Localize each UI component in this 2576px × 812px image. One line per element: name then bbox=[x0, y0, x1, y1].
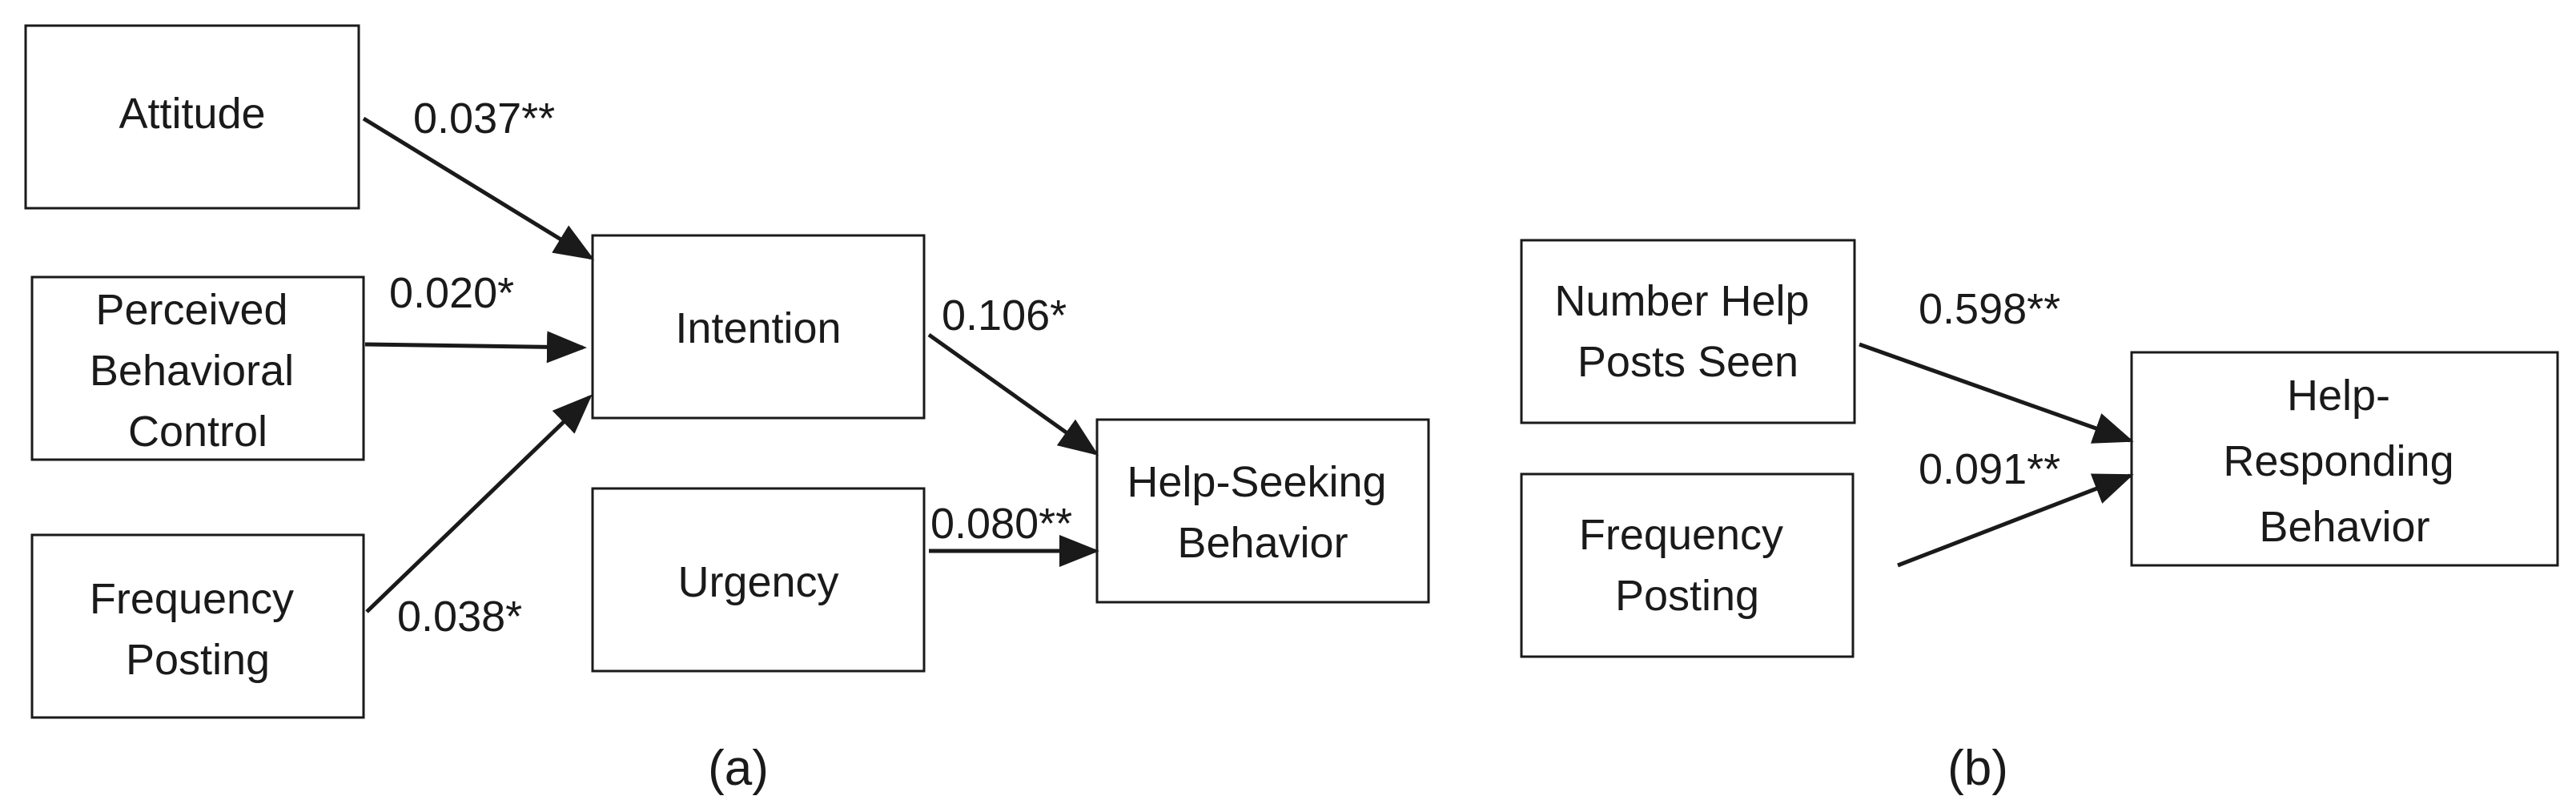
node-freq-b-line-2: Posting bbox=[1615, 572, 1759, 620]
coef-seen-hrb: 0.598** bbox=[1919, 285, 2060, 333]
arrow-pbc-to-intention bbox=[364, 331, 587, 364]
node-hsb-line-1: Help-Seeking bbox=[1127, 458, 1386, 506]
node-freq-a-line-2: Posting bbox=[126, 636, 270, 684]
node-help-responding-behavior: Help- Responding Behavior bbox=[2130, 351, 2559, 567]
coef-frequency-hrb: 0.091** bbox=[1919, 445, 2060, 493]
node-attitude: Attitude bbox=[24, 24, 360, 210]
arrow-attitude-to-intention bbox=[362, 116, 595, 260]
node-urgency: Urgency bbox=[591, 487, 926, 673]
node-frequency-posting-a: Frequency Posting bbox=[30, 533, 365, 719]
caption-a: (a) bbox=[708, 741, 769, 796]
node-frequency-posting-b: Frequency Posting bbox=[1520, 472, 1855, 658]
svg-text:Frequency Posting: Frequency Posting bbox=[90, 575, 306, 684]
node-pbc-line-1: Perceived bbox=[95, 286, 287, 334]
node-help-seeking-behavior: Help-Seeking Behavior bbox=[1095, 418, 1430, 604]
node-seen-line-2: Posts Seen bbox=[1577, 338, 1798, 386]
node-pbc-line-3: Control bbox=[128, 408, 267, 456]
coef-frequency-intention: 0.038* bbox=[397, 593, 522, 641]
node-intention-line-1: Intention bbox=[675, 304, 841, 352]
node-number-help-posts-seen: Number Help Posts Seen bbox=[1520, 239, 1856, 424]
caption-b: (b) bbox=[1947, 741, 2008, 796]
node-freq-b-line-1: Frequency bbox=[1579, 511, 1783, 559]
svg-text:Help-Seeking Behavior: Help-Seeking Behavior bbox=[1127, 458, 1398, 567]
svg-text:Intention: Intention bbox=[675, 304, 841, 352]
node-hsb-line-2: Behavior bbox=[1177, 519, 1348, 567]
svg-text:Urgency: Urgency bbox=[677, 558, 838, 606]
node-hrb-line-1: Help- bbox=[2287, 372, 2390, 420]
node-intention: Intention bbox=[591, 234, 926, 420]
node-hrb-line-2: Responding bbox=[2223, 437, 2453, 485]
svg-text:Help- Responding: Help- Responding Behavior bbox=[2223, 372, 2465, 551]
coef-urgency-hsb: 0.080** bbox=[930, 500, 1072, 548]
svg-text:Perceived Behavioral: Perceived Behavioral Control bbox=[90, 286, 306, 456]
arrow-seen-to-hrb bbox=[1859, 342, 2134, 444]
node-attitude-line-1: Attitude bbox=[119, 90, 265, 138]
arrow-frequency-to-hrb bbox=[1897, 473, 2134, 568]
coef-pbc-intention: 0.020* bbox=[389, 269, 514, 317]
coef-intention-hsb: 0.106* bbox=[942, 291, 1067, 340]
panel-a: Attitude Perceived Behavioral Control Fr… bbox=[24, 24, 1430, 796]
svg-text:Attitude: Attitude bbox=[119, 90, 265, 138]
coef-attitude-intention: 0.037** bbox=[413, 94, 555, 143]
svg-text:Frequency Posting: Frequency Posting bbox=[1579, 511, 1795, 620]
svg-text:Number Help Posts Seen: Number Help Posts Seen bbox=[1554, 277, 1821, 386]
panel-b: Number Help Posts Seen Frequency Posting… bbox=[1520, 239, 2559, 796]
node-freq-a-line-1: Frequency bbox=[90, 575, 294, 623]
node-urgency-line-1: Urgency bbox=[677, 558, 838, 606]
node-pbc-line-2: Behavioral bbox=[90, 347, 294, 395]
arrow-intention-to-hsb bbox=[927, 332, 1099, 456]
arrow-frequency-to-intention bbox=[365, 394, 593, 613]
node-hrb-line-3: Behavior bbox=[2259, 503, 2429, 551]
node-seen-line-1: Number Help bbox=[1554, 277, 1809, 325]
node-perceived-behavioral-control: Perceived Behavioral Control bbox=[30, 275, 365, 461]
